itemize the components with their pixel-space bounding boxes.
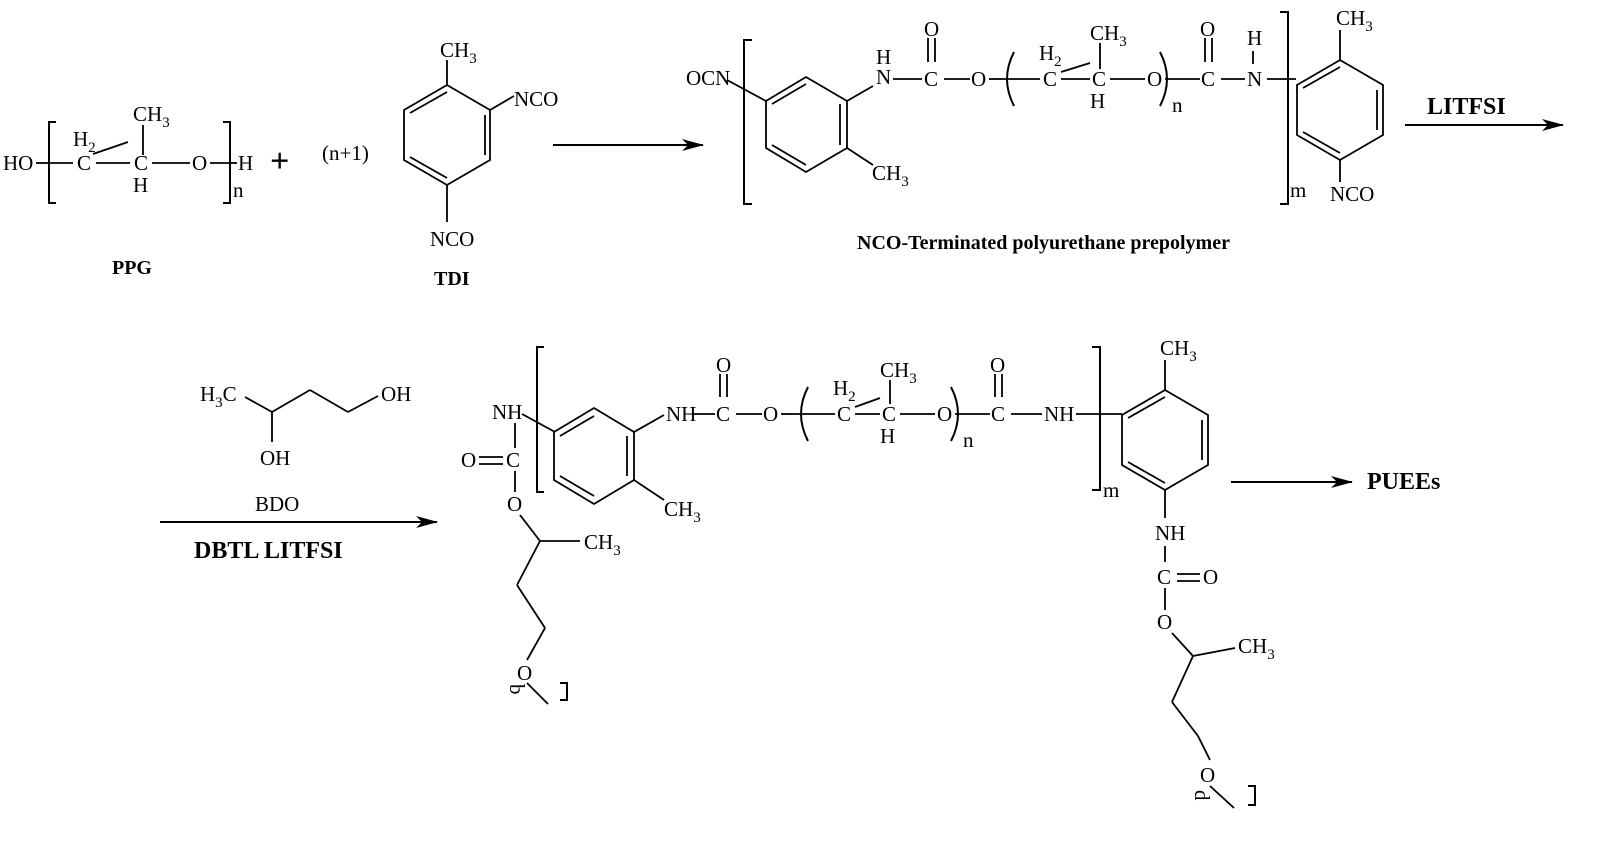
puee-c4-atom: C <box>991 402 1005 426</box>
puee-ring2-ch3: CH3 <box>1160 336 1197 365</box>
prepolymer-ocn-atom: OCN <box>686 66 730 90</box>
ppg-c2-atom: C <box>134 151 148 175</box>
puee-o-left-chain: O <box>517 661 532 685</box>
puee-right-paren <box>950 386 959 442</box>
ppg-h-atom: H <box>133 173 148 197</box>
puee-nh-mid: NH <box>666 402 696 426</box>
prepolymer-structure: OCN CH3 N H C O O C H2 C CH3 H O n C O N… <box>686 6 1384 254</box>
puee-structure: NH C O O CH3 O b CH3 NH C O O C H2 C CH3… <box>461 336 1275 809</box>
bdo-h3c-atom: H3C <box>200 382 237 411</box>
ppg-ch3-atom: CH3 <box>133 102 170 131</box>
prepolymer-h1-atom: H <box>876 45 891 69</box>
prepolymer-left-bracket <box>743 39 752 205</box>
puee-o3-atom: O <box>937 402 952 426</box>
prepolymer-ch3-mid: CH3 <box>1090 21 1127 50</box>
ppg-c1-atom: C <box>77 151 91 175</box>
condition-dbtl-litfsi: DBTL LITFSI <box>194 538 343 564</box>
puee-o-left: O <box>461 448 476 472</box>
condition-litfsi: LITFSI <box>1427 94 1506 120</box>
tdi-coefficient: (n+1) <box>322 141 369 165</box>
puee-right-bracket <box>1092 346 1101 491</box>
puee-c-left: C <box>506 448 520 472</box>
prepolymer-h3-atom: H <box>1090 89 1105 113</box>
tdi-structure: CH3 NCO NCO TDI <box>403 38 558 290</box>
puee-o-bottom-chain: O <box>1200 763 1215 787</box>
prepolymer-index-n: n <box>1172 93 1183 117</box>
puee-c2-atom: C <box>837 402 851 426</box>
puee-o2-atom: O <box>763 402 778 426</box>
puee-ch3-left-chain: CH3 <box>584 530 621 559</box>
prepolymer-c4-atom: C <box>1201 67 1215 91</box>
prepolymer-o2-atom: O <box>971 67 986 91</box>
tdi-label: TDI <box>434 268 470 290</box>
ppg-o-atom: O <box>192 151 207 175</box>
puee-o4-atom: O <box>990 353 1005 377</box>
prepolymer-c3-atom: C <box>1092 67 1106 91</box>
puee-o-left-ester: O <box>507 492 522 516</box>
puee-o-bottom-ester: O <box>1157 610 1172 634</box>
puee-c-bottom: C <box>1157 565 1171 589</box>
ppg-h2-atom: H2 <box>73 127 96 156</box>
puee-index-b: b <box>505 684 529 695</box>
puee-c3-atom: C <box>882 402 896 426</box>
prepolymer-o4-atom: O <box>1200 17 1215 41</box>
prepolymer-ring1-ch3: CH3 <box>872 161 909 190</box>
prepolymer-label: NCO-Terminated polyurethane prepolymer <box>857 232 1230 254</box>
prepolymer-right-bracket <box>1280 11 1289 205</box>
ppg-ho-atom: HO <box>3 151 33 175</box>
puee-index-n: n <box>963 428 974 452</box>
tdi-nco-bottom: NCO <box>430 227 474 251</box>
prepolymer-h2-atom: H2 <box>1039 41 1062 70</box>
puee-c1-atom: C <box>716 402 730 426</box>
prepolymer-c1-atom: C <box>924 67 938 91</box>
prepolymer-index-m: m <box>1290 178 1306 202</box>
prepolymer-ring2-ch3: CH3 <box>1336 6 1373 35</box>
puee-o1-atom: O <box>716 353 731 377</box>
prepolymer-nco-atom: NCO <box>1330 182 1374 206</box>
puee-h3-atom: H <box>880 424 895 448</box>
ppg-structure: HO C H2 C CH3 H O H n PPG <box>3 102 253 279</box>
prepolymer-right-paren <box>1159 51 1168 107</box>
prepolymer-n2-atom: N <box>1247 67 1262 91</box>
tdi-nco-top: NCO <box>514 87 558 111</box>
puee-nh-right: NH <box>1044 402 1074 426</box>
product-label: PUEEs <box>1367 469 1440 495</box>
puee-nh-left: NH <box>492 400 522 424</box>
ppg-index-n: n <box>233 178 244 202</box>
bdo-oh-bottom: OH <box>260 446 290 470</box>
puee-o-bottom: O <box>1203 565 1218 589</box>
prepolymer-o1-atom: O <box>924 17 939 41</box>
ppg-label: PPG <box>112 257 152 279</box>
prepolymer-h4-atom: H <box>1247 26 1262 50</box>
ppg-h-end-atom: H <box>238 151 253 175</box>
plus-sign: + <box>270 143 289 180</box>
prepolymer-c2-atom: C <box>1043 67 1057 91</box>
bdo-oh-right: OH <box>381 382 411 406</box>
bdo-structure: H3C OH OH BDO <box>200 382 411 516</box>
ppg-left-bracket <box>48 121 56 204</box>
puee-ch3-bottom-chain: CH3 <box>1238 634 1275 663</box>
bdo-label: BDO <box>255 492 299 516</box>
puee-ring1-ch3: CH3 <box>664 497 701 526</box>
tdi-ch3-atom: CH3 <box>440 38 477 67</box>
puee-ch3-mid: CH3 <box>880 358 917 387</box>
puee-nh-bottom: NH <box>1155 521 1185 545</box>
prepolymer-o3-atom: O <box>1147 67 1162 91</box>
puee-index-m: m <box>1103 478 1119 502</box>
puee-left-bracket <box>536 346 544 493</box>
prepolymer-n1-atom: N <box>876 65 891 89</box>
puee-index-d: d <box>1190 790 1214 801</box>
puee-h2-atom: H2 <box>833 376 856 405</box>
